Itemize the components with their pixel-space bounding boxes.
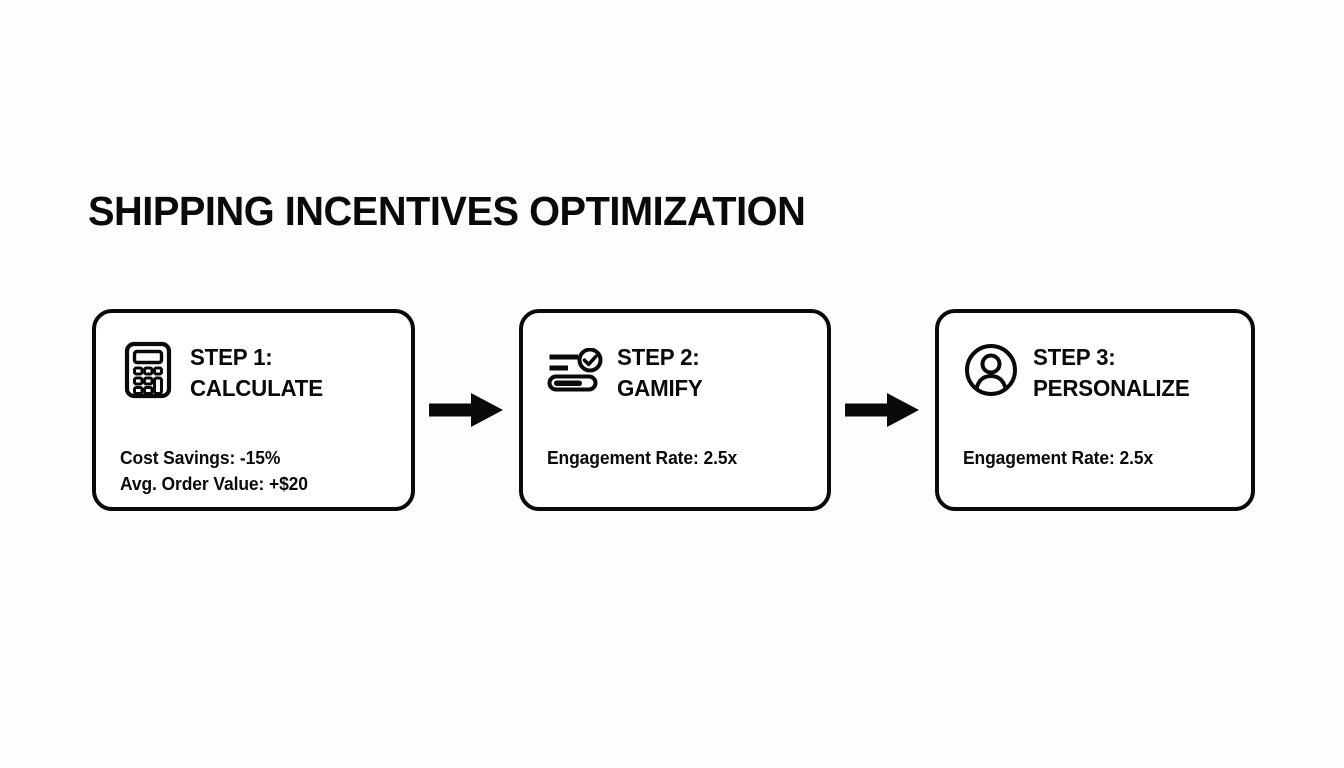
step-card-metrics: Engagement Rate: 2.5x [963, 445, 1227, 471]
calculator-icon [120, 339, 176, 401]
step-card-title: STEP 3: PERSONALIZE [1033, 344, 1190, 401]
step-card-personalize[interactable]: STEP 3: PERSONALIZE Engagement Rate: 2.5… [935, 309, 1255, 511]
step-card-title: STEP 2: GAMIFY [617, 344, 703, 401]
progress-check-icon [547, 339, 603, 401]
step-card-header: STEP 2: GAMIFY [547, 339, 803, 415]
arrow-right-icon [429, 391, 505, 429]
step-card-title: STEP 1: CALCULATE [190, 344, 323, 401]
page-title: SHIPPING INCENTIVES OPTIMIZATION [88, 188, 806, 234]
metric-engagement-rate: Engagement Rate: 2.5x [547, 448, 738, 468]
step-card-header: STEP 1: CALCULATE [120, 339, 387, 415]
step-card-header: STEP 3: PERSONALIZE [963, 339, 1227, 415]
process-flow: STEP 1: CALCULATE Cost Savings: -15% Avg… [92, 309, 1255, 511]
metric-avg-order-value: Avg. Order Value: +$20 [120, 474, 308, 494]
user-avatar-icon [963, 339, 1019, 401]
step-card-calculate[interactable]: STEP 1: CALCULATE Cost Savings: -15% Avg… [92, 309, 415, 511]
step-card-metrics: Cost Savings: -15% Avg. Order Value: +$2… [120, 445, 387, 497]
metric-cost-savings: Cost Savings: -15% [120, 448, 281, 468]
step-card-gamify[interactable]: STEP 2: GAMIFY Engagement Rate: 2.5x [519, 309, 831, 511]
arrow-right-icon [845, 391, 921, 429]
step-card-metrics: Engagement Rate: 2.5x [547, 445, 803, 471]
metric-engagement-rate: Engagement Rate: 2.5x [963, 448, 1154, 468]
